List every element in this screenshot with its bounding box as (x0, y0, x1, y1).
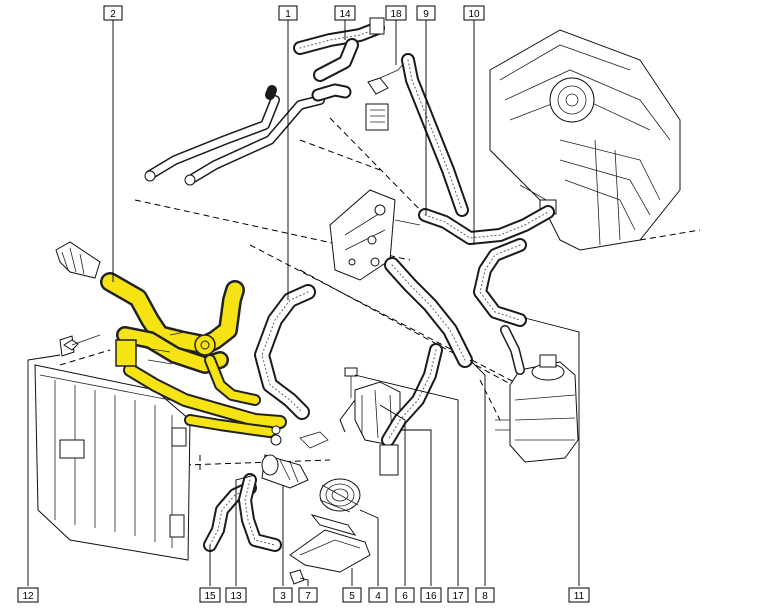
callout-4: 4 (368, 587, 388, 603)
callout-1: 1 (278, 5, 298, 21)
svg-text:3: 3 (280, 591, 286, 602)
callout-13: 13 (225, 587, 247, 603)
callout-7: 7 (298, 587, 318, 603)
callout-11: 11 (568, 587, 590, 603)
clamp-4 (319, 478, 361, 513)
svg-text:6: 6 (402, 591, 408, 602)
temperature-sensor-18 (365, 61, 406, 131)
svg-text:11: 11 (574, 591, 585, 602)
valve-3 (261, 425, 329, 489)
svg-text:12: 12 (22, 591, 34, 602)
svg-text:14: 14 (339, 9, 351, 20)
svg-text:7: 7 (305, 591, 311, 602)
svg-text:16: 16 (425, 591, 437, 602)
bleed-pipe (144, 85, 325, 186)
bolt-17 (344, 367, 358, 398)
svg-text:4: 4 (375, 591, 381, 602)
hose-1 (254, 284, 316, 420)
svg-text:18: 18 (390, 9, 402, 20)
leader-lines (27, 18, 580, 586)
bracket-5 (289, 514, 371, 573)
svg-text:8: 8 (482, 591, 488, 602)
engine-bracket (329, 189, 421, 281)
hose-16 (379, 343, 443, 476)
callout-6: 6 (395, 587, 415, 603)
highlighted-hose-assembly (100, 272, 287, 438)
expansion-tank (495, 325, 579, 463)
connector-top-left (55, 241, 101, 279)
callout-10: 10 (463, 5, 485, 21)
callout-18: 18 (385, 5, 407, 21)
heater-hoses (418, 205, 555, 327)
hose-9 (401, 53, 469, 217)
svg-text:2: 2 (110, 9, 116, 20)
heater-unit (489, 29, 701, 251)
svg-text:10: 10 (468, 9, 480, 20)
svg-text:1: 1 (285, 9, 291, 20)
callout-3: 3 (273, 587, 293, 603)
center-hose (384, 257, 473, 368)
svg-text:13: 13 (230, 591, 242, 602)
callout-16: 16 (420, 587, 442, 603)
callout-5: 5 (342, 587, 362, 603)
hose-2-highlight (102, 274, 243, 353)
callout-9: 9 (416, 5, 436, 21)
svg-text:5: 5 (349, 591, 355, 602)
callout-14: 14 (334, 5, 356, 21)
svg-text:15: 15 (204, 591, 216, 602)
callout-12: 12 (17, 587, 39, 603)
callout-17: 17 (447, 587, 469, 603)
callout-8: 8 (475, 587, 495, 603)
bolt-left (63, 334, 101, 351)
bolt-7 (289, 569, 305, 585)
svg-text:9: 9 (423, 9, 429, 20)
svg-text:17: 17 (452, 591, 464, 602)
hose-13 (238, 473, 282, 552)
callout-2: 2 (103, 5, 123, 21)
radiator (34, 335, 191, 561)
callout-15: 15 (199, 587, 221, 603)
